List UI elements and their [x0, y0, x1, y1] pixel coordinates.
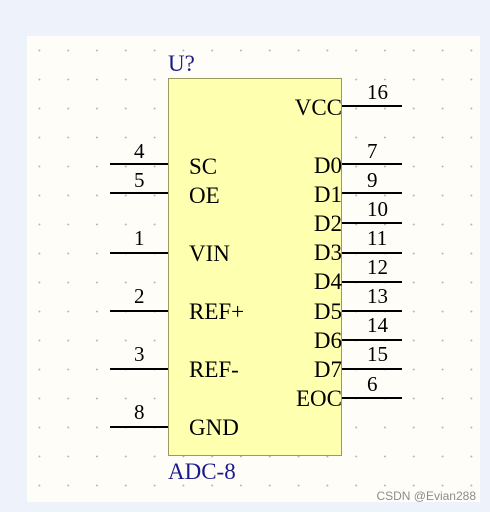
pin-label: D5	[313, 299, 342, 324]
watermark: CSDN @Evian288	[376, 489, 476, 503]
pin-number: 5	[134, 168, 145, 192]
pin-line-left[interactable]	[110, 163, 168, 165]
component-comment: ADC-8	[168, 459, 236, 484]
pin-line-left[interactable]	[110, 310, 168, 312]
pin-line-right[interactable]	[342, 310, 402, 312]
pin-label: D7	[313, 357, 342, 382]
pin-label: VCC	[294, 95, 342, 120]
pin-label: GND	[189, 415, 239, 440]
pin-line-right[interactable]	[342, 192, 402, 194]
pin-line-right[interactable]	[342, 281, 402, 283]
pin-number: 15	[367, 342, 388, 366]
pin-number: 11	[367, 226, 388, 250]
pin-label: REF+	[189, 299, 245, 324]
pin-number: 6	[367, 372, 378, 396]
pin-label: EOC	[296, 386, 342, 411]
pin-label: D2	[313, 211, 342, 236]
component-designator: U?	[168, 51, 195, 76]
pin-label: REF-	[189, 357, 239, 382]
pin-line-right[interactable]	[342, 397, 402, 399]
pin-line-left[interactable]	[110, 192, 168, 194]
pin-number: 14	[367, 313, 388, 337]
component-body[interactable]	[168, 78, 342, 456]
pin-number: 16	[367, 80, 388, 104]
pin-line-right[interactable]	[342, 105, 402, 107]
pin-line-left[interactable]	[110, 426, 168, 428]
pin-number: 9	[367, 168, 378, 192]
pin-number: 3	[134, 342, 145, 366]
pin-label: VIN	[189, 241, 230, 266]
pin-number: 10	[367, 197, 388, 221]
pin-line-right[interactable]	[342, 222, 402, 224]
pin-label: OE	[189, 183, 220, 208]
pin-label: D0	[313, 153, 342, 178]
pin-label: D1	[313, 182, 342, 207]
pin-label: D4	[313, 269, 342, 294]
pin-line-right[interactable]	[342, 368, 402, 370]
pin-label: D3	[313, 240, 342, 265]
pin-number: 4	[134, 139, 145, 163]
pin-number: 2	[134, 284, 145, 308]
pin-line-right[interactable]	[342, 163, 402, 165]
pin-line-left[interactable]	[110, 368, 168, 370]
pin-label: SC	[189, 154, 218, 179]
pin-number: 7	[367, 139, 378, 163]
pin-number: 1	[134, 226, 145, 250]
pin-label: D6	[313, 328, 342, 353]
pin-line-left[interactable]	[110, 252, 168, 254]
pin-line-right[interactable]	[342, 252, 402, 254]
pin-number: 13	[367, 284, 388, 308]
pin-number: 12	[367, 255, 388, 279]
pin-line-right[interactable]	[342, 339, 402, 341]
pin-number: 8	[134, 400, 145, 424]
